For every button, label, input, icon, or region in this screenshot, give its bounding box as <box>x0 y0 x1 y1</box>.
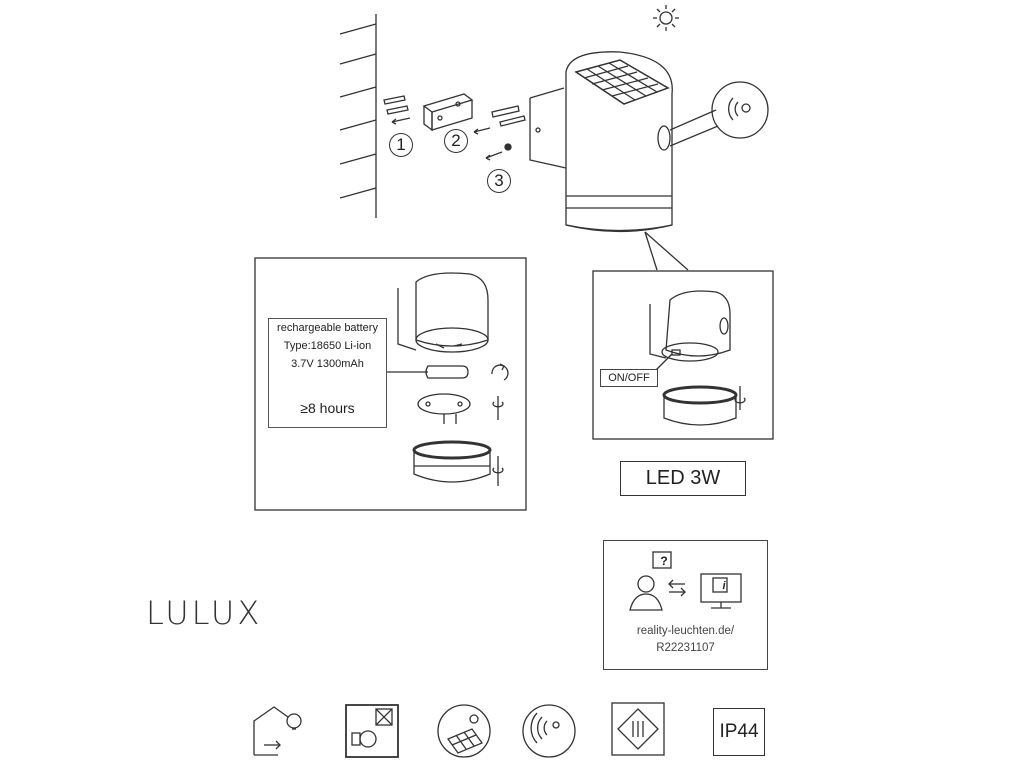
lock-screw <box>485 143 512 161</box>
lamp-sensor <box>657 125 671 151</box>
sun-icon <box>653 5 679 31</box>
switch-lamp-view <box>649 290 731 362</box>
base-ring <box>412 440 492 483</box>
lamp-body <box>529 51 673 233</box>
motion-sensor-icon <box>727 97 751 121</box>
class-iii-icon <box>611 702 665 756</box>
switch-base-ring <box>662 385 738 426</box>
brand-logo: LULUX <box>146 594 263 632</box>
battery-lamp-view <box>397 272 489 353</box>
mounting-bracket <box>422 93 474 132</box>
step-3-marker: 3 <box>487 169 511 193</box>
info-icon: i <box>722 580 726 592</box>
step-2-marker: 2 <box>444 129 468 153</box>
battery-runtime: ≥8 hours <box>300 400 355 416</box>
solar-panel <box>574 59 670 105</box>
battery-type: Type:18650 Li-ion <box>283 340 372 352</box>
battery-capacity: 3.7V 1300mAh <box>291 358 364 370</box>
wall-dowels <box>383 95 411 125</box>
battery-icon-spacer <box>269 373 386 395</box>
bracket-screws <box>473 105 526 135</box>
step-1-marker: 1 <box>389 133 413 157</box>
screwdriver-icon-2 <box>492 456 504 486</box>
solar-panel-icon <box>437 704 491 758</box>
info-box: ? i reality-leuchten.de/ R22231107 <box>603 540 768 670</box>
power-label: LED 3W <box>620 461 746 496</box>
user-help-icon <box>629 551 742 611</box>
motion-sensor-badge-icon <box>522 704 576 758</box>
rotate-arrow-icon <box>491 363 509 381</box>
info-code: R22231107 <box>656 642 715 654</box>
switch-label: ON/OFF <box>600 369 658 387</box>
screwdriver-icon-1 <box>492 396 504 420</box>
no-bulb-replace-icon <box>345 704 399 758</box>
battery-title: rechargeable battery <box>277 322 378 334</box>
battery-spec-box: rechargeable battery Type:18650 Li-ion 3… <box>268 318 387 428</box>
battery-panel <box>254 257 527 511</box>
wall-hatching <box>339 23 377 199</box>
screwdriver-icon-3 <box>734 386 746 410</box>
battery-cell <box>386 365 469 379</box>
question-icon: ? <box>660 554 668 568</box>
house-lamp-icon <box>253 706 302 756</box>
info-url[interactable]: reality-leuchten.de/ <box>636 625 735 637</box>
cover-plate <box>417 393 471 424</box>
sensor-callout <box>711 81 769 139</box>
ip44-badge: IP44 <box>713 708 765 756</box>
switch-panel <box>592 270 774 440</box>
